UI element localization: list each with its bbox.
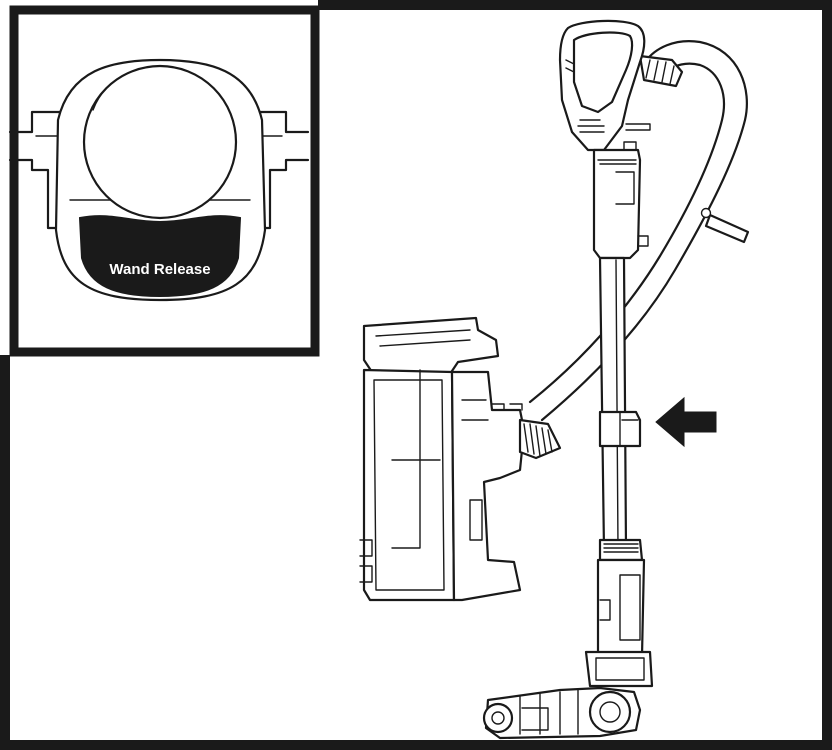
pod-dust-cup (362, 368, 456, 602)
vacuum-illustration (359, 19, 750, 740)
pod-motor-housing (450, 370, 526, 602)
handle-grip (572, 31, 634, 114)
nozzle-detail (521, 707, 549, 731)
hose-cuff (518, 418, 562, 460)
wand-release-inset: Wand Release (0, 0, 320, 357)
neck-joint-bracket (584, 650, 654, 688)
pod-cap-lines (375, 329, 471, 347)
nozzle-ribs (519, 689, 579, 735)
upper-housing-tab (637, 235, 649, 247)
pod-top-cap (362, 316, 500, 376)
lower-wand-collar (598, 538, 644, 562)
handle-side-tab (625, 123, 651, 131)
wand-tube (598, 256, 628, 552)
wand-tube-highlight (615, 259, 619, 549)
handle-details (565, 59, 605, 133)
lower-neck-details (599, 574, 641, 641)
hose-swivel-ribs (645, 59, 675, 85)
hose-clip-knob (700, 207, 712, 219)
button-shadow-arc (92, 88, 107, 111)
neck-joint-inner (595, 657, 645, 681)
nozzle-roller-hub (491, 711, 505, 725)
pod-side-clips (359, 539, 373, 583)
pod-port-tabs (491, 403, 523, 411)
pod-chamber-divider (391, 369, 441, 549)
hose-swivel-top (638, 54, 684, 88)
hose-cuff-ribs (523, 423, 553, 457)
inset-frame (9, 5, 320, 357)
wand-release-label-plate (78, 215, 242, 298)
wand-release-label: Wand Release (109, 261, 210, 278)
upper-housing-details (597, 159, 637, 205)
hose-clip (704, 213, 750, 244)
release-button-circle (82, 64, 238, 220)
inset-left-rail (8, 110, 62, 230)
nozzle-wheel-hub (599, 701, 621, 723)
left-arrow-icon (655, 396, 717, 448)
pod-motor-details (461, 399, 489, 541)
upper-housing-latch (623, 141, 637, 151)
wand-clip-detail (619, 411, 639, 447)
lower-collar-ribs (603, 543, 639, 553)
